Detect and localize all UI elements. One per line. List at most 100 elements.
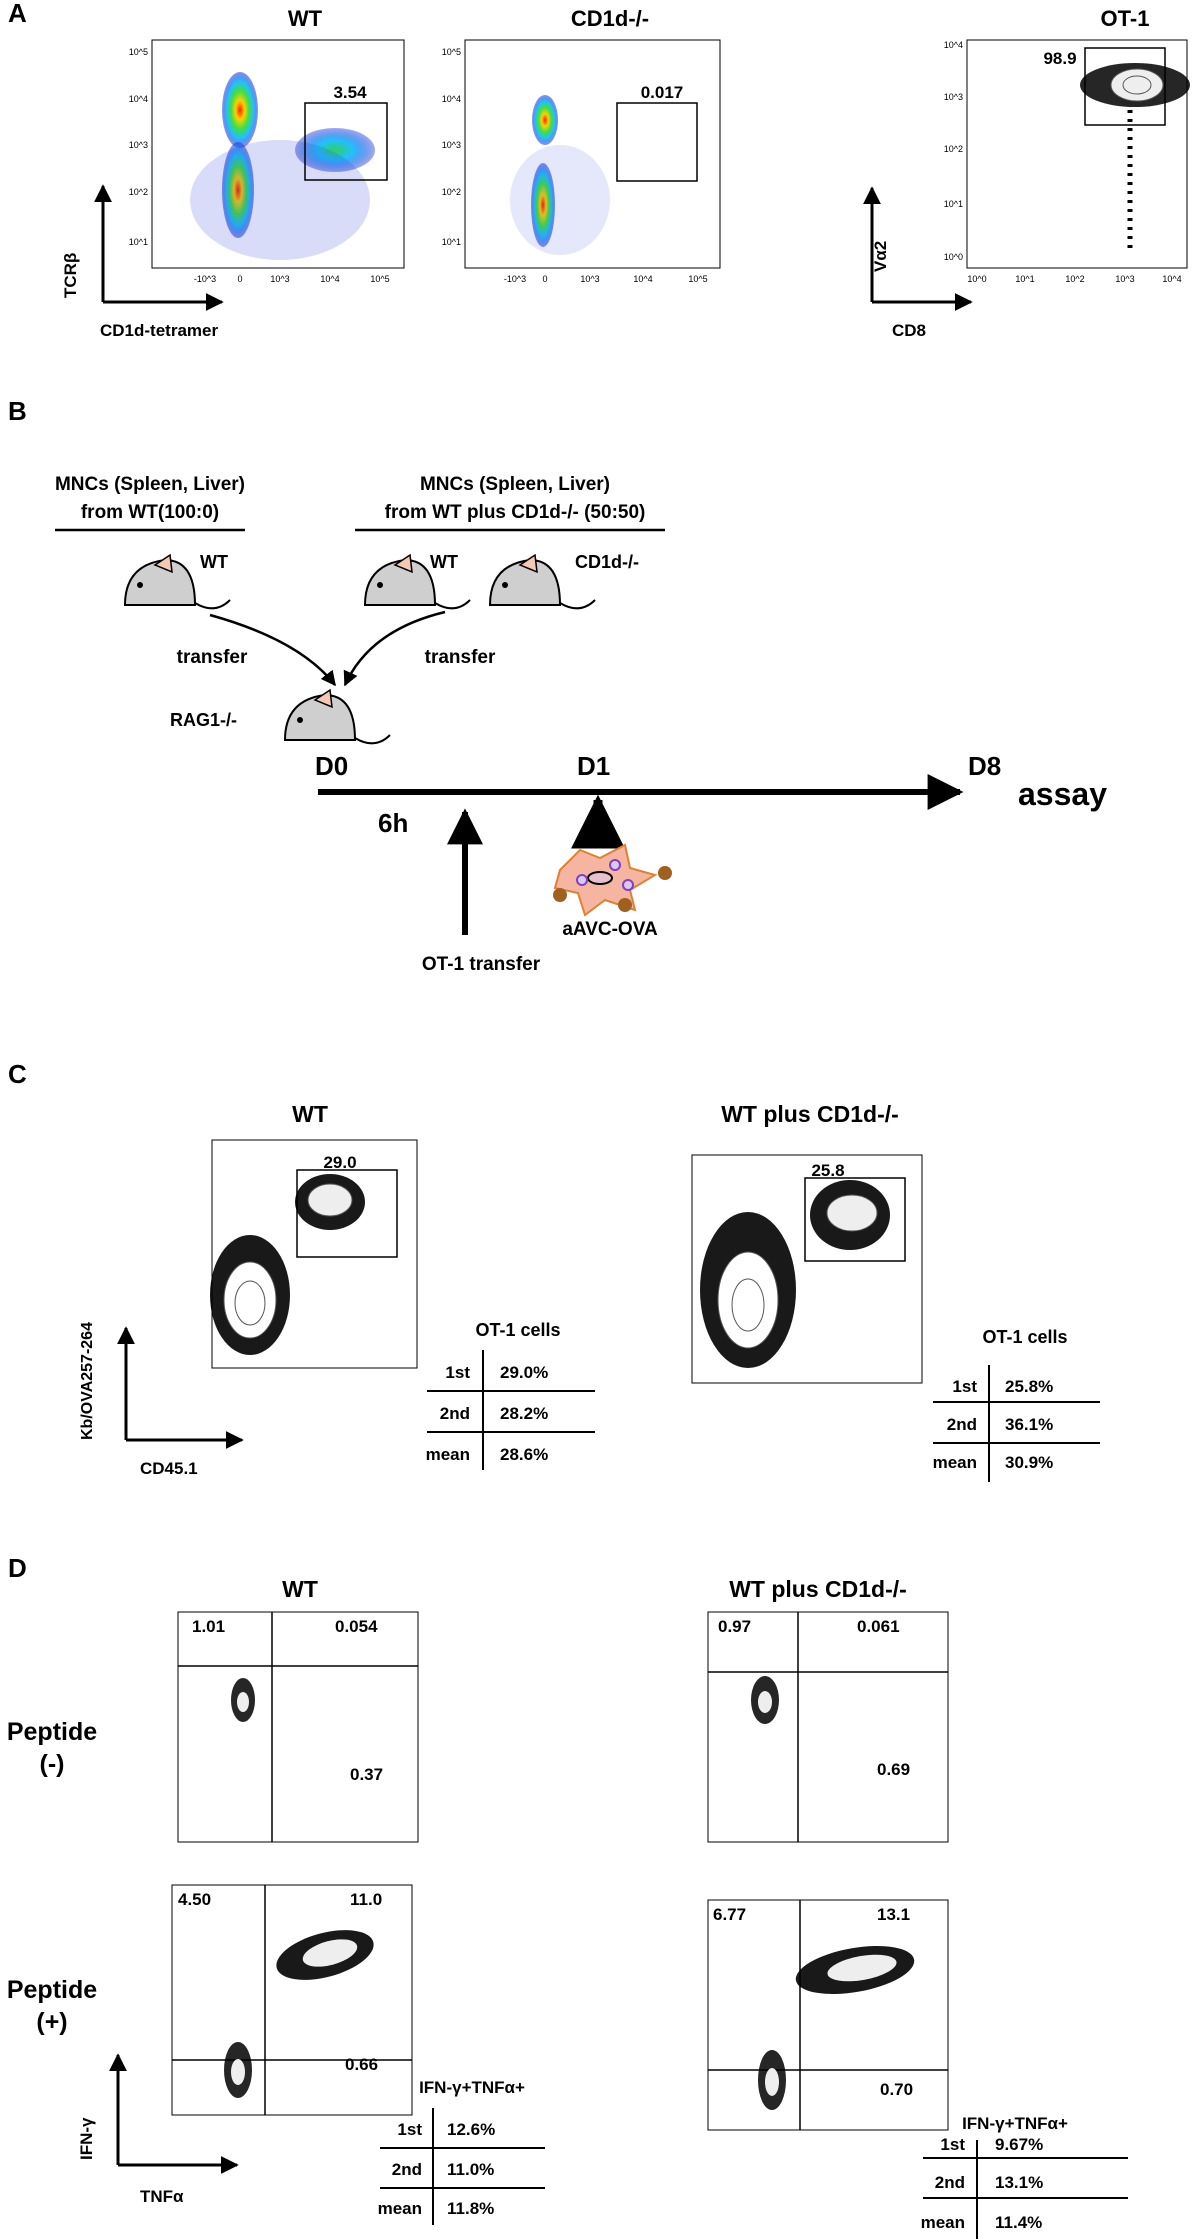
svg-text:-10^3: -10^3 bbox=[504, 274, 526, 284]
svg-text:10^1: 10^1 bbox=[944, 199, 963, 209]
svg-text:11.0: 11.0 bbox=[350, 1890, 382, 1909]
svg-text:25.8%: 25.8% bbox=[1005, 1377, 1053, 1396]
table-title: IFN-γ+TNFα+ bbox=[419, 2078, 525, 2097]
gate-value: 25.8 bbox=[811, 1161, 844, 1180]
plot-title: WT bbox=[292, 1101, 328, 1127]
panel-c-table-1: OT-1 cells 1st 29.0% 2nd 28.2% mean 28.6… bbox=[426, 1320, 595, 1470]
svg-text:10^5: 10^5 bbox=[688, 274, 707, 284]
row-label: Peptide bbox=[7, 1718, 97, 1746]
y-ticks: 10^5 10^4 10^3 10^2 10^1 bbox=[442, 47, 461, 247]
group2-title-line1: MNCs (Spleen, Liver) bbox=[420, 474, 610, 495]
gate-box bbox=[804, 1177, 906, 1262]
svg-text:6.77: 6.77 bbox=[713, 1905, 746, 1924]
panel-d-plot-wt-pos: 4.50 11.0 0.66 bbox=[171, 1884, 413, 2116]
y-ticks: 10^5 10^4 10^3 10^2 10^1 bbox=[129, 47, 148, 247]
ot1-transfer-label: OT-1 transfer bbox=[422, 954, 541, 975]
schematic: MNCs (Spleen, Liver) from WT(100:0) MNCs… bbox=[55, 474, 1107, 975]
svg-text:mean: mean bbox=[921, 2213, 965, 2232]
y-axis-label: Kb/OVA257-264 bbox=[79, 1322, 96, 1440]
x-axis-label: CD45.1 bbox=[140, 1459, 198, 1478]
contour-cluster bbox=[1080, 63, 1190, 250]
x-ticks: -10^3 0 10^3 10^4 10^5 bbox=[194, 274, 390, 284]
svg-text:28.2%: 28.2% bbox=[500, 1404, 548, 1423]
density-cloud bbox=[190, 72, 375, 260]
svg-text:10^3: 10^3 bbox=[580, 274, 599, 284]
svg-text:mean: mean bbox=[378, 2199, 422, 2218]
svg-text:0.061: 0.061 bbox=[857, 1617, 900, 1636]
panel-a-axes-right: Vα2 CD8 bbox=[863, 186, 973, 340]
plot-frame bbox=[464, 39, 721, 269]
contour-plot bbox=[700, 1180, 890, 1368]
svg-text:10^2: 10^2 bbox=[442, 187, 461, 197]
plot-frame bbox=[707, 1899, 949, 2131]
panel-c-plot-cd1d: WT plus CD1d-/- 25.8 bbox=[691, 1101, 923, 1384]
panel-letter-c: C bbox=[8, 1059, 27, 1089]
panel-d-axes: IFN-γ TNFα bbox=[77, 2053, 239, 2206]
panel-letter-a: A bbox=[8, 0, 27, 28]
x-axis-label: CD8 bbox=[892, 321, 926, 340]
row-label: (+) bbox=[36, 2008, 67, 2036]
table-title: OT-1 cells bbox=[982, 1327, 1067, 1347]
svg-text:0.66: 0.66 bbox=[345, 2055, 378, 2074]
gate-box bbox=[1084, 47, 1166, 126]
svg-text:10^3: 10^3 bbox=[129, 140, 148, 150]
svg-text:10^3: 10^3 bbox=[270, 274, 289, 284]
col-title: WT plus CD1d-/- bbox=[729, 1576, 907, 1602]
svg-text:2nd: 2nd bbox=[392, 2160, 422, 2179]
y-axis-label: TCRβ bbox=[61, 253, 80, 298]
mouse-icon bbox=[123, 553, 231, 610]
panel-d-plot-cd1d-neg: 0.97 0.061 0.69 bbox=[707, 1611, 949, 1843]
table-title: IFN-γ+TNFα+ bbox=[962, 2114, 1068, 2133]
plot-frame bbox=[707, 1611, 949, 1843]
mouse-label: RAG1-/- bbox=[170, 710, 237, 730]
svg-text:29.0%: 29.0% bbox=[500, 1363, 548, 1382]
svg-text:0.97: 0.97 bbox=[718, 1617, 751, 1636]
svg-text:10^5: 10^5 bbox=[442, 47, 461, 57]
svg-text:0.69: 0.69 bbox=[877, 1760, 910, 1779]
svg-text:mean: mean bbox=[933, 1453, 977, 1472]
d0-label: D0 bbox=[315, 751, 348, 781]
panel-letter-d: D bbox=[8, 1553, 27, 1583]
mouse-icon bbox=[363, 553, 471, 610]
mouse-label: WT bbox=[200, 552, 228, 572]
aavc-label: aAVC-OVA bbox=[562, 919, 658, 940]
col-title: WT bbox=[282, 1576, 318, 1602]
panel-d-table-1: IFN-γ+TNFα+ 1st 12.6% 2nd 11.0% mean 11.… bbox=[378, 2078, 545, 2225]
panel-c-plot-wt: WT 29.0 bbox=[210, 1101, 418, 1369]
svg-text:10^4: 10^4 bbox=[944, 40, 963, 50]
svg-text:0.054: 0.054 bbox=[335, 1617, 378, 1636]
panel-a-plot-ot1: OT-1 98.9 10^4 10^3 10^2 10^1 10^0 10^0 … bbox=[944, 6, 1190, 284]
y-ticks: 10^4 10^3 10^2 10^1 10^0 bbox=[944, 40, 963, 262]
svg-text:mean: mean bbox=[426, 1445, 470, 1464]
svg-text:10^3: 10^3 bbox=[1115, 274, 1134, 284]
row-label: (-) bbox=[40, 1750, 65, 1778]
svg-text:0: 0 bbox=[237, 274, 242, 284]
panel-c-axes: Kb/OVA257-264 CD45.1 bbox=[79, 1322, 244, 1478]
plot-title: WT plus CD1d-/- bbox=[721, 1101, 899, 1127]
svg-text:30.9%: 30.9% bbox=[1005, 1453, 1053, 1472]
svg-text:11.0%: 11.0% bbox=[447, 2160, 494, 2179]
svg-text:10^4: 10^4 bbox=[129, 94, 148, 104]
aavc-cell-icon bbox=[553, 843, 672, 917]
panel-d-plot-cd1d-pos: 6.77 13.1 0.70 bbox=[707, 1899, 949, 2131]
contour-plot bbox=[210, 1174, 365, 1355]
table-title: OT-1 cells bbox=[475, 1320, 560, 1340]
svg-text:-10^3: -10^3 bbox=[194, 274, 216, 284]
panel-a-plot-cd1d: CD1d-/- 0.017 10^5 10^4 10^3 10^2 10^1 -… bbox=[442, 6, 721, 284]
svg-text:10^2: 10^2 bbox=[129, 187, 148, 197]
panel-d-plot-wt-neg: 1.01 0.054 0.37 bbox=[177, 1611, 419, 1843]
gate-box bbox=[616, 102, 698, 182]
plot-frame bbox=[177, 1611, 419, 1843]
x-ticks: -10^3 0 10^3 10^4 10^5 bbox=[504, 274, 708, 284]
transfer-label: transfer bbox=[177, 647, 248, 668]
panel-a-plot-wt: WT 3.54 10^5 10^4 10^3 10^2 10^1 -10^3 0… bbox=[129, 6, 405, 284]
plot-title: WT bbox=[288, 6, 323, 31]
gate-value: 3.54 bbox=[333, 83, 367, 102]
svg-text:1st: 1st bbox=[397, 2120, 422, 2139]
svg-text:2nd: 2nd bbox=[935, 2173, 965, 2192]
svg-text:10^2: 10^2 bbox=[944, 144, 963, 154]
mouse-icon bbox=[488, 553, 596, 610]
gate-box bbox=[296, 1169, 398, 1258]
panel-letter-b: B bbox=[8, 396, 27, 426]
